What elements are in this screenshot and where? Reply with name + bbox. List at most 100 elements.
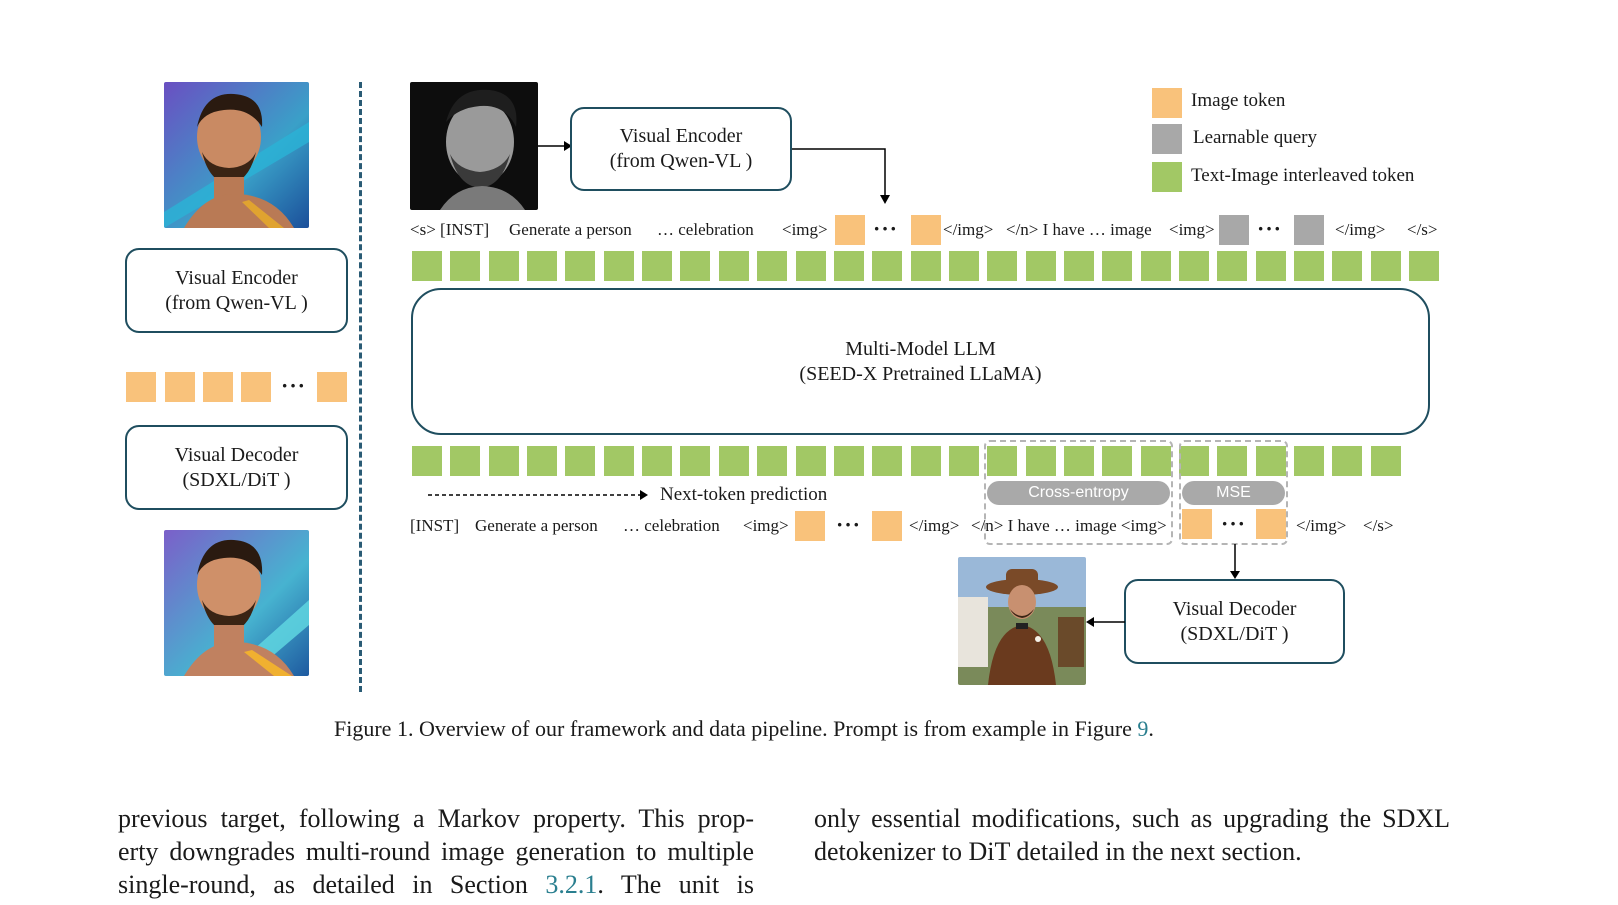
- image-token: [795, 511, 825, 541]
- text-line: erty downgrades multi-round image genera…: [118, 837, 754, 866]
- interleaved-token: [488, 446, 519, 476]
- interleaved-token: [565, 251, 596, 281]
- image-token: [911, 215, 941, 245]
- image-token: [317, 372, 347, 402]
- learnable-query-token: [1294, 215, 1324, 245]
- seq-text: </n> I have … image <img>: [971, 516, 1167, 535]
- interleaved-token: [1294, 446, 1325, 476]
- legend-swatch-learnable-query: [1152, 124, 1182, 154]
- text-line: only essential modifications, such as up…: [814, 804, 1450, 833]
- interleaved-token: [987, 446, 1018, 476]
- interleaved-token: [1294, 251, 1325, 281]
- seq-text: <img>: [782, 220, 828, 239]
- top-encoder-subtitle: (from Qwen-VL ): [609, 150, 753, 172]
- interleaved-token: [1217, 446, 1248, 476]
- interleaved-token: [1140, 446, 1171, 476]
- seq-text: … celebration: [657, 220, 754, 239]
- mse-label: MSE: [1182, 481, 1285, 505]
- left-encoder-subtitle: (from Qwen-VL ): [165, 291, 308, 314]
- interleaved-token: [1332, 251, 1363, 281]
- bottom-visual-decoder-box: Visual Decoder (SDXL/DiT ): [1124, 579, 1345, 664]
- seq-text: </img>: [943, 220, 994, 239]
- cross-entropy-label: Cross-entropy: [987, 481, 1170, 505]
- ellipsis-dots: ···: [1257, 216, 1283, 241]
- interleaved-token: [1102, 446, 1133, 476]
- interleaved-token: [412, 251, 442, 281]
- llm-box: Multi-Model LLM (SEED-X Pretrained LLaMA…: [411, 288, 1430, 435]
- top-visual-encoder-box: Visual Encoder (from Qwen-VL ): [570, 107, 792, 191]
- arrow-decoder-to-image: [1086, 617, 1125, 627]
- interleaved-token: [565, 446, 596, 476]
- legend-swatch-image-token: [1152, 88, 1182, 118]
- next-token-arrow: [428, 490, 648, 500]
- seq-text: … celebration: [623, 516, 720, 535]
- interleaved-token: [1025, 446, 1056, 476]
- image-token: [203, 372, 233, 402]
- interleaved-token: [450, 446, 481, 476]
- left-decoder-title: Visual Decoder: [174, 443, 299, 466]
- seq-text: </s>: [1407, 220, 1438, 239]
- image-token: [126, 372, 156, 402]
- interleaved-token: [910, 251, 941, 281]
- interleaved-token: [412, 446, 442, 476]
- interleaved-token: [1370, 446, 1401, 476]
- interleaved-token: [948, 446, 979, 476]
- interleaved-token: [1409, 251, 1440, 281]
- bw-portrait-image: [410, 82, 538, 210]
- image-token: [1256, 509, 1286, 539]
- mse-region: [1179, 440, 1288, 545]
- text-line: single-round, as detailed in Section 3.2…: [118, 868, 754, 901]
- image-token: [165, 372, 195, 402]
- portrait-input-image: [164, 82, 309, 228]
- left-column-text: previous target, following a Markov prop…: [118, 802, 754, 901]
- interleaved-token: [987, 251, 1018, 281]
- interleaved-token: [1063, 446, 1094, 476]
- interleaved-token: [718, 446, 749, 476]
- llm-subtitle: (SEED-X Pretrained LLaMA): [799, 362, 1042, 385]
- interleaved-token: [910, 446, 941, 476]
- seq-text: <img>: [1169, 220, 1215, 239]
- interleaved-token: [1332, 446, 1363, 476]
- legend-label: Learnable query: [1193, 127, 1317, 148]
- ellipsis-dots: ···: [1221, 511, 1247, 536]
- interleaved-token: [527, 251, 558, 281]
- interleaved-token: [1255, 251, 1286, 281]
- interleaved-token: [603, 446, 634, 476]
- interleaved-token: [1179, 251, 1209, 281]
- cowboy-output-image: [958, 557, 1086, 685]
- interleaved-token: [527, 446, 558, 476]
- interleaved-token: [795, 251, 826, 281]
- interleaved-token: [680, 251, 711, 281]
- left-visual-encoder-box: Visual Encoder (from Qwen-VL ): [125, 248, 348, 333]
- interleaved-token: [680, 446, 711, 476]
- ellipsis-dots: ···: [873, 216, 899, 241]
- figure-ref-link[interactable]: 9: [1137, 716, 1149, 741]
- caption-end: .: [1148, 716, 1154, 741]
- image-token: [1182, 509, 1212, 539]
- left-encoder-title: Visual Encoder: [175, 266, 298, 289]
- figure-caption: Figure 1. Overview of our framework and …: [334, 716, 1154, 742]
- interleaved-token: [833, 251, 864, 281]
- top-encoder-title: Visual Encoder: [619, 125, 743, 147]
- interleaved-token: [1370, 251, 1401, 281]
- seq-text: Generate a person: [475, 516, 598, 535]
- text-segment: single-round, as detailed in Section: [118, 870, 546, 899]
- section-ref-link[interactable]: 3.2.1: [545, 870, 598, 899]
- interleaved-token: [757, 446, 788, 476]
- interleaved-token: [450, 251, 481, 281]
- seq-text: </img>: [1296, 516, 1347, 535]
- image-token: [872, 511, 902, 541]
- seq-text: </s>: [1363, 516, 1394, 535]
- text-segment: . The unit is: [597, 870, 754, 899]
- interleaved-token: [872, 251, 903, 281]
- image-token: [241, 372, 271, 402]
- interleaved-token: [1025, 251, 1056, 281]
- interleaved-token: [1140, 251, 1171, 281]
- interleaved-token: [795, 446, 826, 476]
- ellipsis-dots: ···: [281, 373, 307, 398]
- seq-text: Generate a person: [509, 220, 632, 239]
- panel-divider: [359, 82, 362, 692]
- text-line: previous target, following a Markov prop…: [118, 804, 754, 833]
- next-token-label: Next-token prediction: [660, 484, 828, 505]
- seq-text: <img>: [743, 516, 789, 535]
